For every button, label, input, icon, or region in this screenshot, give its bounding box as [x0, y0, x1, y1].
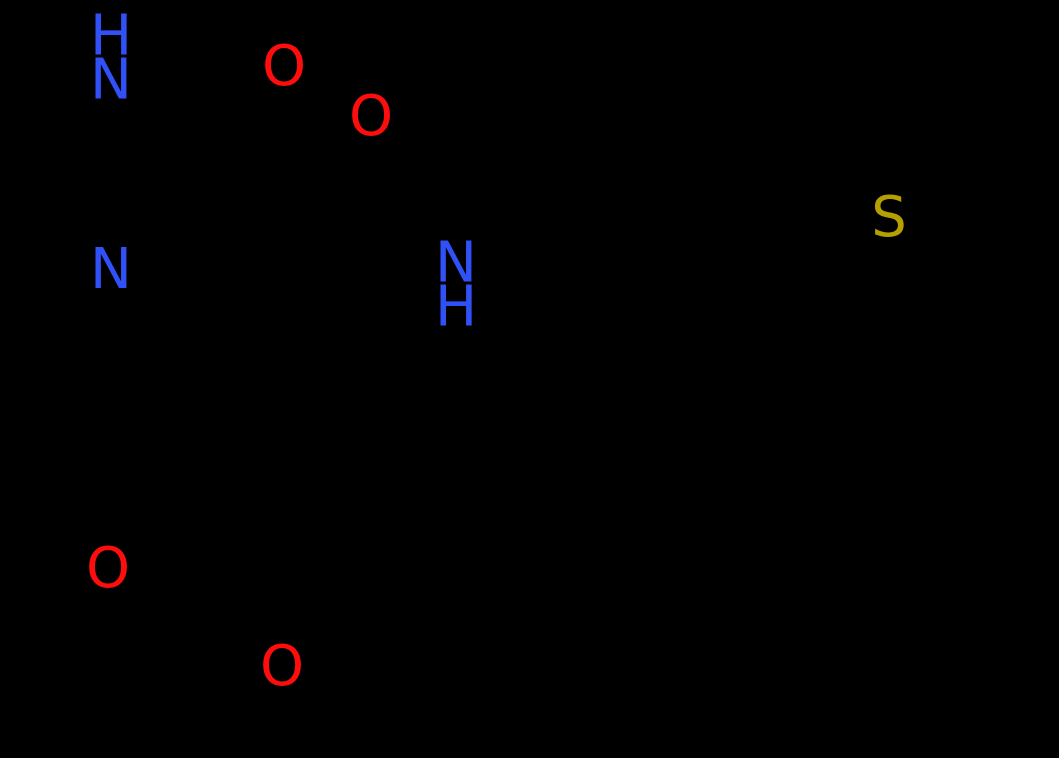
- nitrogen-label-amine-nh-glyph: H: [89, 3, 133, 69]
- bond-aryl-ring-1-second-line: [553, 222, 668, 264]
- bond-dioxole-to-O-left: [121, 517, 203, 548]
- bond-aryl-ring-2: [665, 212, 779, 253]
- bond-nh-to-c2: [124, 102, 199, 149]
- oxygen-label-methylenedioxy-right: O: [259, 634, 305, 699]
- bond-aryl-ring-3-second-line: [771, 222, 858, 242]
- bond-c2-to-c3b-second-line: [185, 150, 254, 222]
- nitrogen-label-amide-nh-glyph: H: [434, 274, 478, 339]
- bond-O-right-to-CH2: [202, 667, 265, 693]
- bond-c5-to-c4: [259, 297, 393, 358]
- bond-esterC-to-O-double: [297, 97, 355, 155]
- bond-c5-to-c4-second-line: [263, 307, 398, 369]
- bond-group: [92, 89, 1003, 693]
- bond-c4-to-amideC: [387, 187, 403, 303]
- bond-dioxole-to-O-right: [237, 597, 273, 643]
- bond-O-left-to-CH2: [105, 597, 203, 663]
- bond-aryl-to-S: [853, 217, 871, 231]
- bond-esterC-to-O-double-second-line: [304, 89, 363, 148]
- nitrogen-label-amide-nh-glyph: N: [435, 230, 477, 296]
- bond-amideC-to-N: [397, 187, 439, 255]
- bond-ringN-to-c5: [132, 292, 265, 358]
- bond-aryl-ring-1: [557, 212, 671, 253]
- bond-amideN-to-aryl: [477, 212, 563, 265]
- bond-c3-to-ester-carbonyl: [259, 149, 355, 207]
- sulfur-label-thioether: S: [871, 185, 907, 250]
- bond-S-to-methyl: [912, 167, 1003, 213]
- oxygen-label-methylenedioxy-left: O: [85, 536, 131, 601]
- nitrogen-label-amine-nh-glyph: N: [90, 47, 132, 112]
- bond-c2-to-c3b: [193, 143, 261, 214]
- bond-aryl-ring-3: [773, 212, 859, 231]
- oxygen-label-carbonyl-upper: O: [261, 34, 307, 99]
- oxygen-label-ester: O: [348, 84, 394, 149]
- bond-esterC-to-O-single: [349, 145, 369, 155]
- nitrogen-label-ring: N: [90, 237, 132, 302]
